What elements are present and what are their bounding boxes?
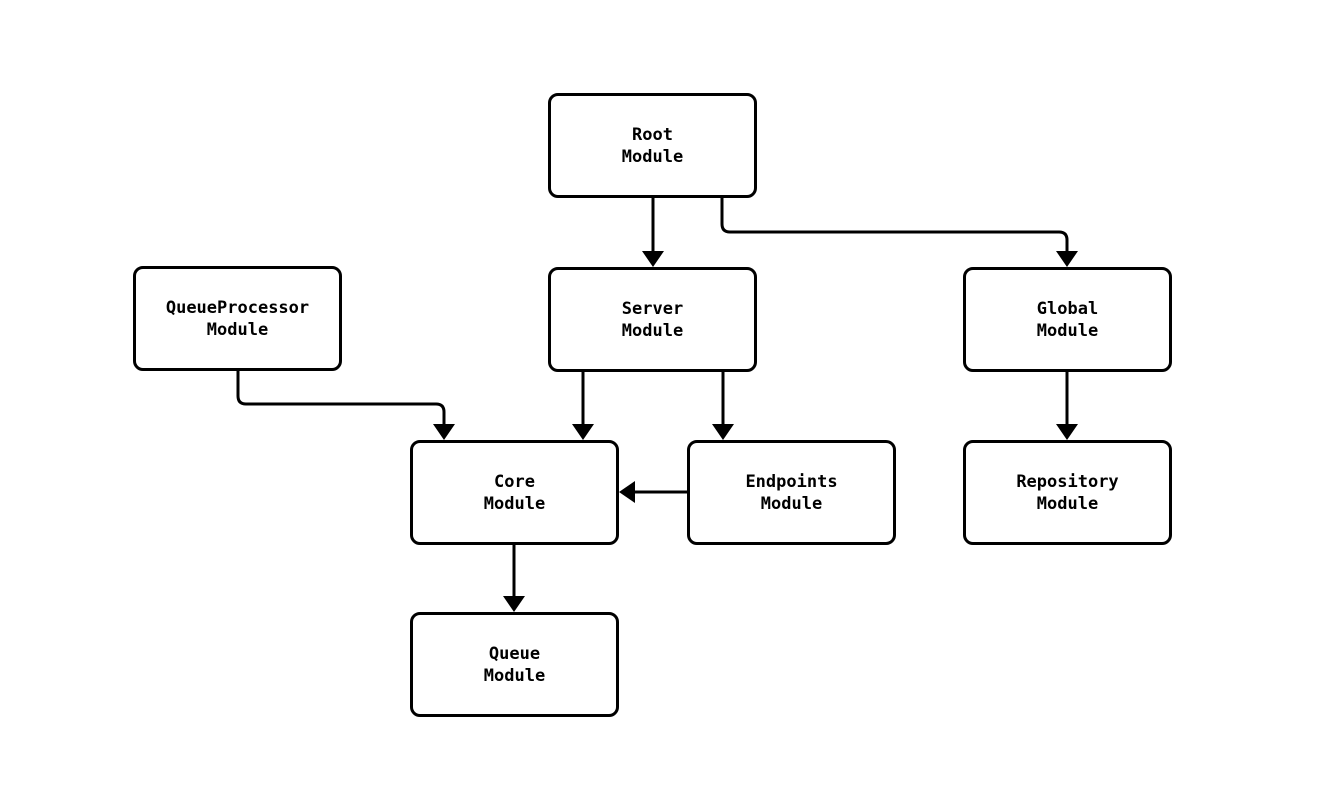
node-server-module: Server Module: [548, 267, 757, 372]
arrowhead-down-icon: [642, 251, 664, 267]
node-label-line: Module: [1036, 320, 1099, 341]
edge-core-queue: [503, 545, 525, 612]
edge-root-global: [720, 198, 1078, 267]
edge-endpoints-core: [619, 481, 687, 503]
arrowhead-down-icon: [503, 596, 525, 612]
node-label-line: Endpoints: [745, 471, 838, 492]
arrowhead-left-icon: [619, 481, 635, 503]
node-label-line: Root: [632, 124, 673, 145]
node-label-line: Module: [206, 319, 269, 340]
node-root-module: Root Module: [548, 93, 757, 198]
edge-root-server: [642, 198, 664, 267]
node-label-line: Module: [1036, 493, 1099, 514]
node-label-line: Global: [1036, 298, 1099, 319]
node-repository-module: Repository Module: [963, 440, 1172, 545]
node-queue-module: Queue Module: [410, 612, 619, 717]
node-label-line: Queue: [488, 643, 541, 664]
arrowhead-down-icon: [433, 424, 455, 440]
node-label-line: Module: [621, 320, 684, 341]
arrowhead-down-icon: [712, 424, 734, 440]
arrowhead-down-icon: [1056, 251, 1078, 267]
node-label-line: Server: [621, 298, 684, 319]
edge-queueprocessor-core: [236, 371, 455, 440]
arrowhead-down-icon: [572, 424, 594, 440]
node-global-module: Global Module: [963, 267, 1172, 372]
edge-server-endpoints: [712, 372, 734, 440]
node-core-module: Core Module: [410, 440, 619, 545]
node-label-line: Core: [494, 471, 535, 492]
arrowhead-down-icon: [1056, 424, 1078, 440]
edge-server-core: [572, 372, 594, 440]
node-label-line: Module: [760, 493, 823, 514]
node-label-line: Module: [621, 146, 684, 167]
node-label-line: Module: [483, 493, 546, 514]
node-label-line: Module: [483, 665, 546, 686]
node-label-line: QueueProcessor: [165, 297, 310, 318]
node-queueprocessor-module: QueueProcessor Module: [133, 266, 342, 371]
node-label-line: Repository: [1016, 471, 1119, 492]
node-endpoints-module: Endpoints Module: [687, 440, 896, 545]
edge-global-repository: [1056, 372, 1078, 440]
